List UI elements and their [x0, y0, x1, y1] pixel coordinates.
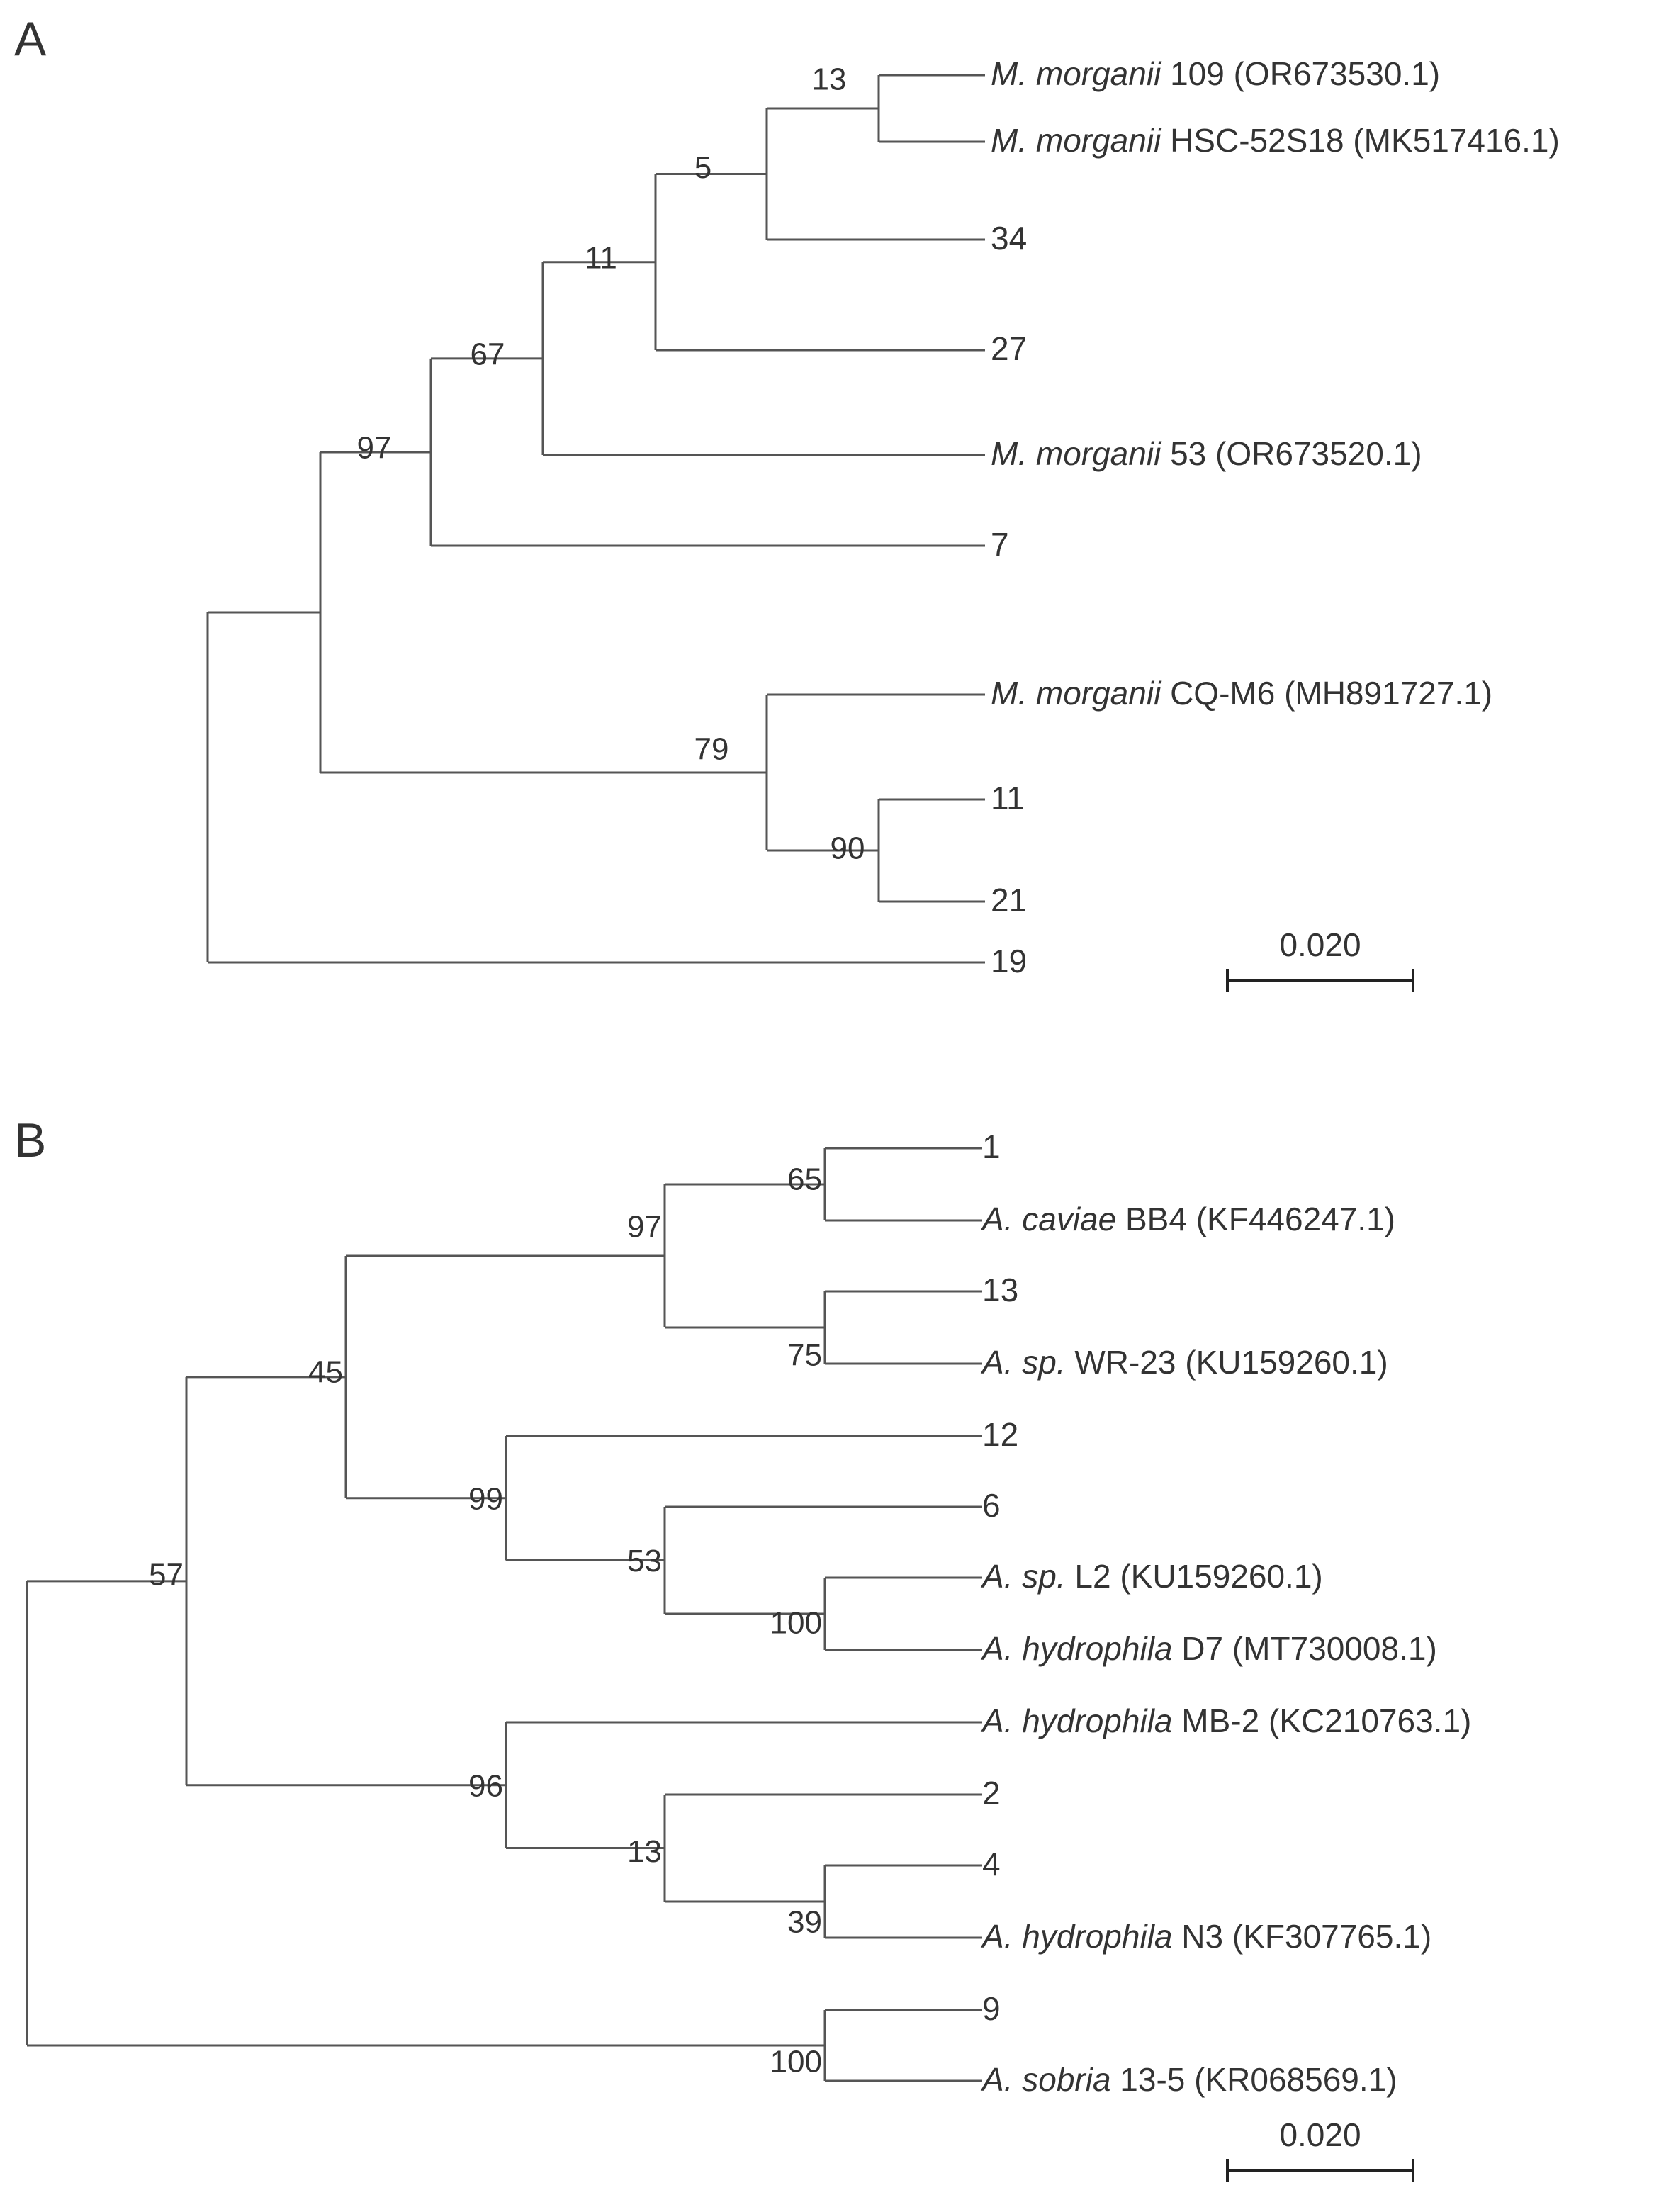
strain-accession: CQ-M6 (MH891727.1)	[1161, 675, 1492, 712]
species-name: A. sp.	[980, 1344, 1066, 1381]
taxon-label: A. sp. WR-23 (KU159260.1)	[980, 1344, 1388, 1381]
species-name: A. hydrophila	[980, 1918, 1173, 1955]
taxon-label: 4	[982, 1846, 1001, 1882]
panel-label: A	[14, 12, 47, 66]
taxon-label: A. sobria 13-5 (KR068569.1)	[980, 2061, 1397, 2098]
taxon-label: M. morganii HSC-52S18 (MK517416.1)	[991, 122, 1560, 159]
bootstrap-value: 53	[627, 1544, 662, 1578]
taxon-label: 6	[982, 1487, 1001, 1524]
strain-accession: HSC-52S18 (MK517416.1)	[1161, 122, 1560, 159]
taxon-label: A. sp. L2 (KU159260.1)	[980, 1558, 1323, 1595]
taxon-label: 11	[991, 780, 1025, 816]
taxon-label: M. morganii 109 (OR673530.1)	[991, 55, 1440, 92]
taxon-label: M. morganii 53 (OR673520.1)	[991, 435, 1422, 472]
strain-accession: 109 (OR673530.1)	[1161, 55, 1440, 92]
strain-accession: 53 (OR673520.1)	[1161, 435, 1422, 472]
bootstrap-value: 65	[787, 1162, 822, 1197]
taxon-label: 7	[991, 526, 1009, 563]
strain-accession: 13-5 (KR068569.1)	[1111, 2061, 1397, 2098]
bootstrap-value: 79	[694, 732, 729, 767]
taxon-label: 19	[991, 943, 1027, 979]
bootstrap-value: 5	[694, 150, 711, 185]
bootstrap-value: 57	[149, 1557, 184, 1592]
taxon-label: 1	[982, 1128, 1001, 1165]
strain-accession: BB4 (KF446247.1)	[1116, 1201, 1395, 1237]
species-name: M. morganii	[991, 435, 1162, 472]
bootstrap-value: 97	[357, 431, 392, 466]
strain-accession: L2 (KU159260.1)	[1066, 1558, 1323, 1595]
species-name: A. hydrophila	[980, 1702, 1173, 1739]
taxon-label: 34	[991, 220, 1027, 257]
taxon-label: A. hydrophila MB-2 (KC210763.1)	[980, 1702, 1471, 1739]
bootstrap-value: 96	[468, 1768, 503, 1803]
taxon-label: M. morganii CQ-M6 (MH891727.1)	[991, 675, 1492, 712]
species-name: M. morganii	[991, 122, 1162, 159]
bootstrap-value: 11	[585, 240, 617, 275]
taxon-label: A. hydrophila N3 (KF307765.1)	[980, 1918, 1431, 1955]
taxon-label: A. caviae BB4 (KF446247.1)	[980, 1201, 1395, 1237]
bootstrap-value: 67	[471, 337, 505, 372]
scale-bar-label: 0.020	[1279, 2116, 1361, 2153]
bootstrap-value: 100	[770, 1606, 822, 1641]
taxon-label: 12	[982, 1416, 1018, 1453]
bootstrap-value: 97	[627, 1210, 662, 1245]
strain-accession: N3 (KF307765.1)	[1173, 1918, 1432, 1955]
scale-bar-label: 0.020	[1279, 926, 1361, 963]
species-name: A. hydrophila	[980, 1630, 1173, 1667]
species-name: A. sp.	[980, 1558, 1066, 1595]
strain-accession: D7 (MT730008.1)	[1173, 1630, 1437, 1667]
bootstrap-value: 75	[787, 1338, 822, 1373]
bootstrap-value: 13	[812, 62, 847, 97]
panel-label: B	[14, 1113, 46, 1167]
strain-accession: MB-2 (KC210763.1)	[1173, 1702, 1472, 1739]
taxon-label: 9	[982, 1990, 1001, 2027]
species-name: A. sobria	[980, 2061, 1111, 2098]
taxon-label: 2	[982, 1775, 1001, 1812]
bootstrap-value: 90	[831, 831, 865, 866]
species-name: M. morganii	[991, 675, 1162, 712]
bootstrap-value: 99	[468, 1481, 503, 1516]
strain-accession: WR-23 (KU159260.1)	[1066, 1344, 1388, 1381]
taxon-label: A. hydrophila D7 (MT730008.1)	[980, 1630, 1437, 1667]
bootstrap-value: 45	[308, 1355, 343, 1390]
species-name: A. caviae	[980, 1201, 1116, 1237]
taxon-label: 21	[991, 882, 1027, 919]
species-name: M. morganii	[991, 55, 1162, 92]
bootstrap-value: 100	[770, 2045, 822, 2079]
taxon-label: 27	[991, 330, 1027, 367]
taxon-label: 13	[982, 1271, 1018, 1308]
bootstrap-value: 13	[627, 1834, 662, 1869]
bootstrap-value: 39	[787, 1905, 822, 1940]
